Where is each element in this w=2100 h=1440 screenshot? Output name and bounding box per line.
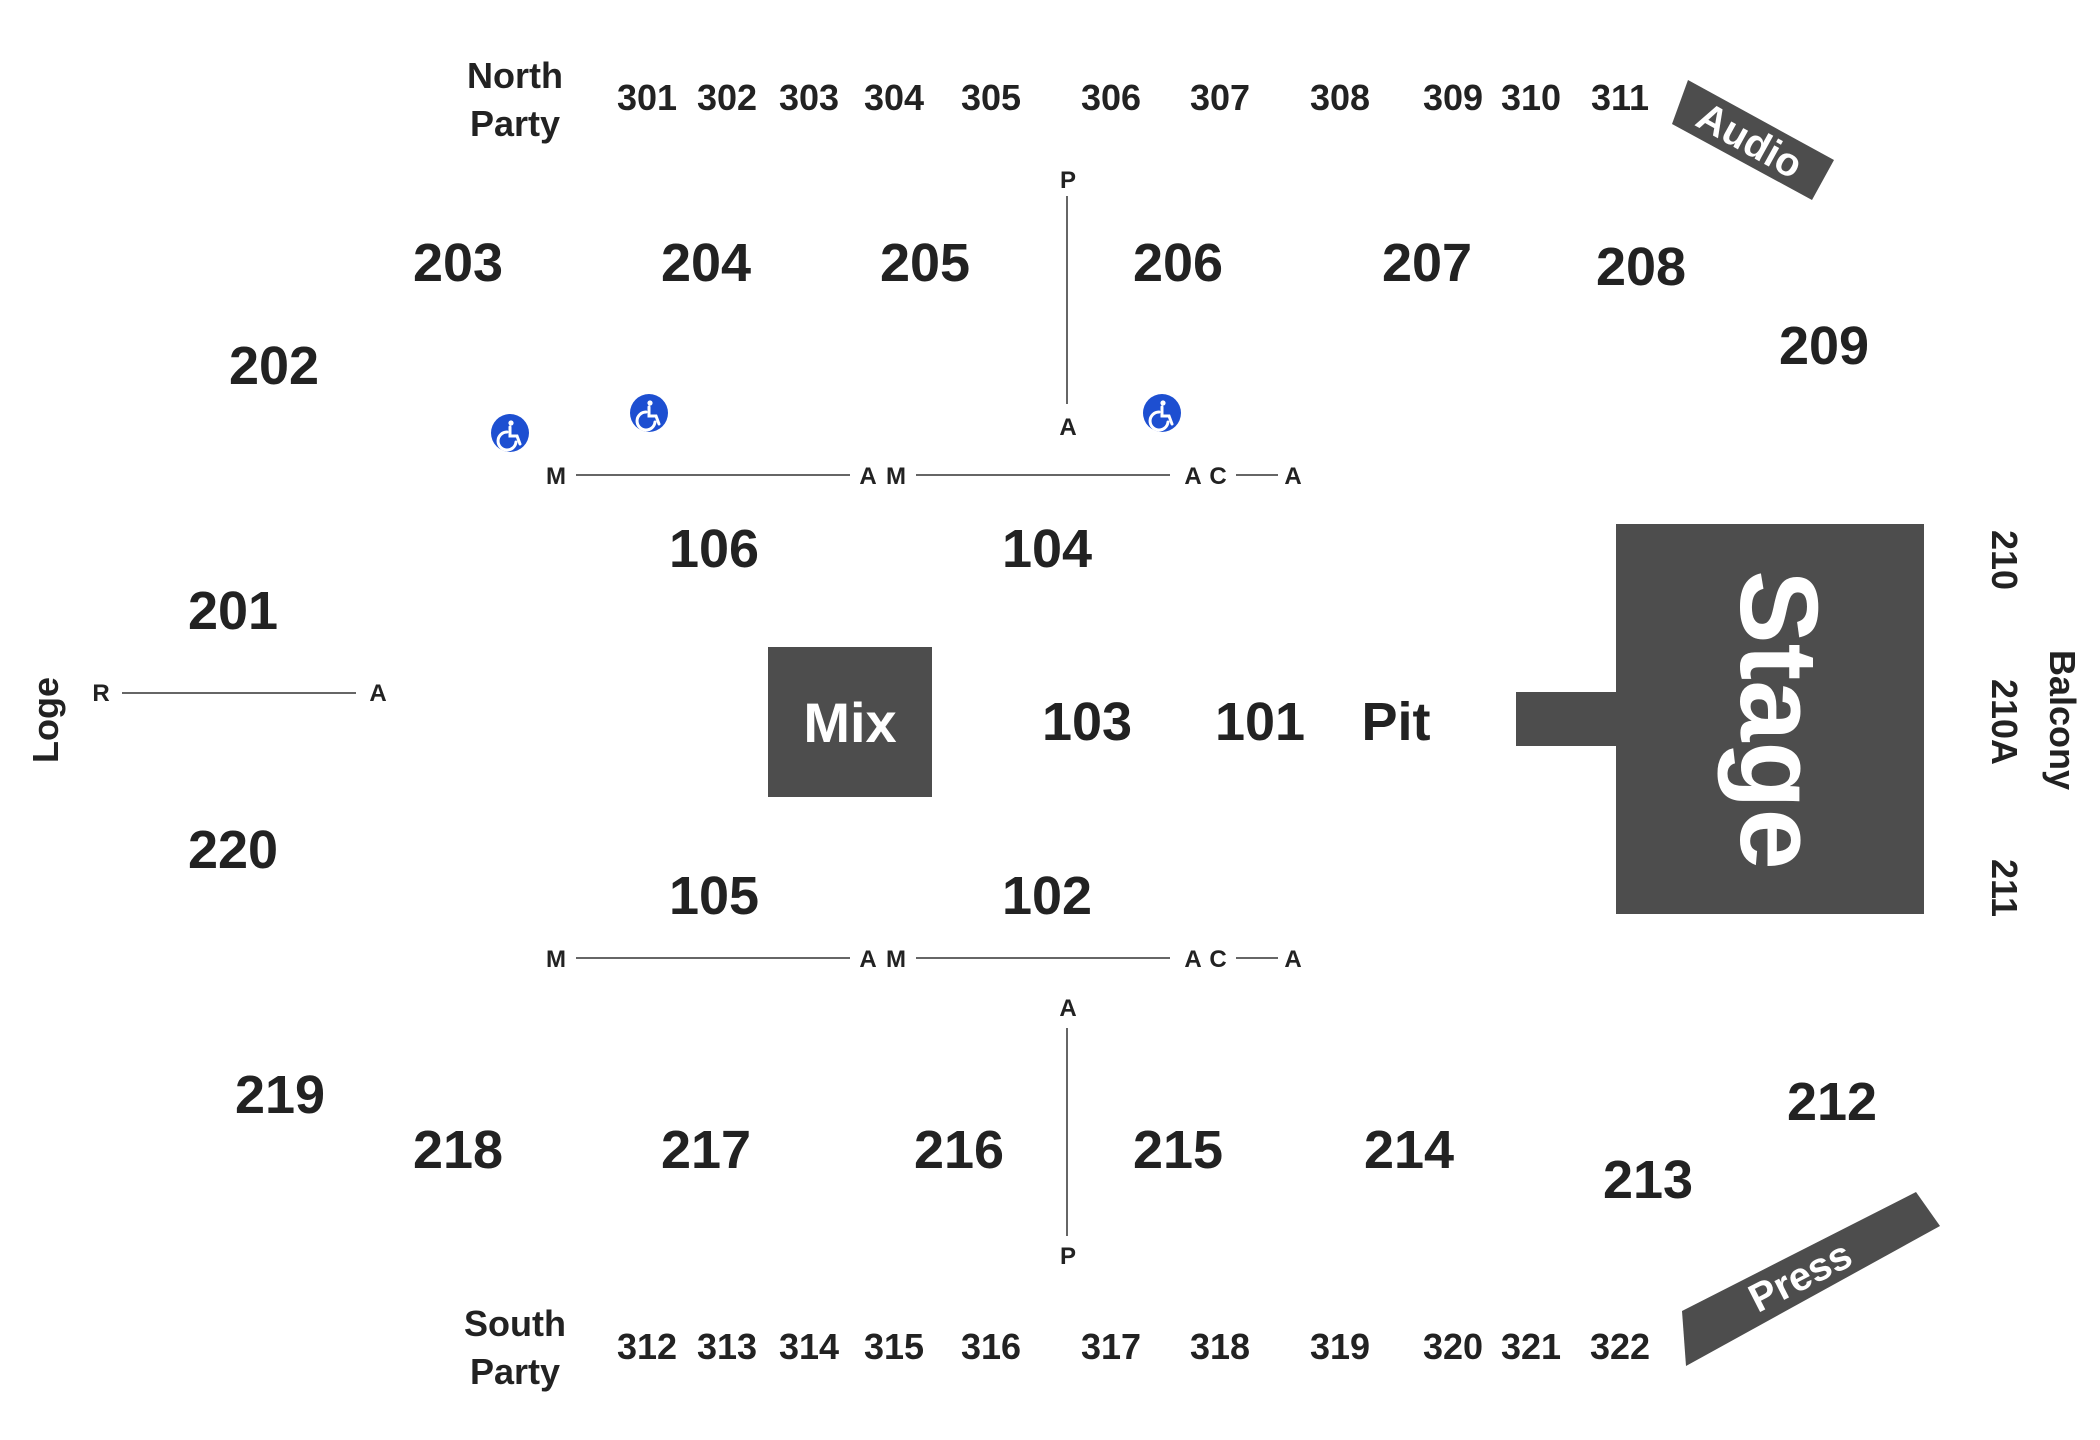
section-316[interactable]: 316: [961, 1326, 1021, 1367]
section-307[interactable]: 307: [1190, 77, 1250, 118]
section-204[interactable]: 204: [661, 233, 751, 293]
row-a-south-end: A: [1284, 946, 1301, 973]
section-208[interactable]: 208: [1596, 237, 1686, 297]
section-211[interactable]: 211: [1984, 859, 2025, 917]
row-a-105-right: A: [859, 946, 876, 973]
audio-booth[interactable]: Audio: [1672, 80, 1834, 200]
press-label: Press: [1742, 1233, 1859, 1322]
section-321[interactable]: 321: [1501, 1326, 1561, 1367]
north-300-sections: 301 302 303 304 305 306 307 308 309 310 311: [617, 77, 1649, 118]
section-205[interactable]: 205: [880, 233, 970, 293]
row-c-south: C: [1209, 946, 1226, 973]
section-308[interactable]: 308: [1310, 77, 1370, 118]
row-a-104-right: A: [1184, 463, 1201, 490]
south-party-label-line2[interactable]: Party: [470, 1351, 560, 1392]
row-c-north: C: [1209, 463, 1226, 490]
section-215[interactable]: 215: [1133, 1120, 1223, 1180]
section-202[interactable]: 202: [229, 336, 319, 396]
section-203[interactable]: 203: [413, 233, 503, 293]
section-212[interactable]: 212: [1787, 1072, 1877, 1132]
section-201[interactable]: 201: [188, 581, 278, 641]
section-104[interactable]: 104: [1002, 519, 1092, 579]
row-m-104-left: M: [886, 463, 906, 490]
section-216[interactable]: 216: [914, 1120, 1004, 1180]
section-218[interactable]: 218: [413, 1120, 503, 1180]
section-102[interactable]: 102: [1002, 866, 1092, 926]
section-322[interactable]: 322: [1590, 1326, 1650, 1367]
wheelchair-accessible-icon: [630, 394, 668, 432]
pit-area[interactable]: Pit: [1361, 692, 1430, 752]
section-105[interactable]: 105: [669, 866, 759, 926]
section-309[interactable]: 309: [1423, 77, 1483, 118]
section-301[interactable]: 301: [617, 77, 677, 118]
loge-row-r: R: [92, 680, 109, 707]
section-213[interactable]: 213: [1603, 1150, 1693, 1210]
row-m-106-left: M: [546, 463, 566, 490]
row-p-north: P: [1060, 167, 1076, 194]
press-box[interactable]: Press: [1682, 1192, 1940, 1366]
section-217[interactable]: 217: [661, 1120, 751, 1180]
section-103[interactable]: 103: [1042, 692, 1132, 752]
section-320[interactable]: 320: [1423, 1326, 1483, 1367]
section-206[interactable]: 206: [1133, 233, 1223, 293]
row-a-north-end: A: [1284, 463, 1301, 490]
section-305[interactable]: 305: [961, 77, 1021, 118]
section-311[interactable]: 311: [1591, 77, 1649, 118]
section-314[interactable]: 314: [779, 1326, 839, 1367]
north-party-label-line1[interactable]: North: [467, 55, 563, 96]
wheelchair-accessible-icon: [491, 414, 529, 452]
section-214[interactable]: 214: [1364, 1120, 1454, 1180]
row-a-north-aisle: A: [1059, 414, 1076, 441]
section-106[interactable]: 106: [669, 519, 759, 579]
north-party-label-line2[interactable]: Party: [470, 103, 560, 144]
section-220[interactable]: 220: [188, 820, 278, 880]
stage[interactable]: Stage: [1516, 524, 1924, 914]
section-315[interactable]: 315: [864, 1326, 924, 1367]
section-317[interactable]: 317: [1081, 1326, 1141, 1367]
row-a-south-aisle: A: [1059, 995, 1076, 1022]
south-300-sections: 312 313 314 315 316 317 318 319 320 321 322: [617, 1326, 1650, 1367]
balcony-label[interactable]: Balcony: [2042, 650, 2083, 790]
section-210a[interactable]: 210A: [1984, 679, 2025, 765]
section-319[interactable]: 319: [1310, 1326, 1370, 1367]
row-m-102-left: M: [886, 946, 906, 973]
section-312[interactable]: 312: [617, 1326, 677, 1367]
section-304[interactable]: 304: [864, 77, 924, 118]
section-101[interactable]: 101: [1215, 692, 1305, 752]
stage-label: Stage: [1717, 570, 1840, 870]
section-302[interactable]: 302: [697, 77, 757, 118]
section-219[interactable]: 219: [235, 1065, 325, 1125]
wheelchair-accessible-icon: [1143, 394, 1181, 432]
row-m-105-left: M: [546, 946, 566, 973]
mix-label: Mix: [803, 691, 896, 754]
loge-label[interactable]: Loge: [25, 677, 66, 763]
section-209[interactable]: 209: [1779, 316, 1869, 376]
row-p-south: P: [1060, 1243, 1076, 1270]
audio-label: Audio: [1689, 94, 1809, 187]
section-313[interactable]: 313: [697, 1326, 757, 1367]
loge-row-a: A: [369, 680, 386, 707]
mix-booth[interactable]: Mix: [768, 647, 932, 797]
section-303[interactable]: 303: [779, 77, 839, 118]
row-a-102-right: A: [1184, 946, 1201, 973]
south-party-label-line1[interactable]: South: [464, 1303, 566, 1344]
section-318[interactable]: 318: [1190, 1326, 1250, 1367]
row-a-106-right: A: [859, 463, 876, 490]
section-210[interactable]: 210: [1984, 530, 2025, 590]
section-207[interactable]: 207: [1382, 233, 1472, 293]
section-306[interactable]: 306: [1081, 77, 1141, 118]
section-310[interactable]: 310: [1501, 77, 1561, 118]
